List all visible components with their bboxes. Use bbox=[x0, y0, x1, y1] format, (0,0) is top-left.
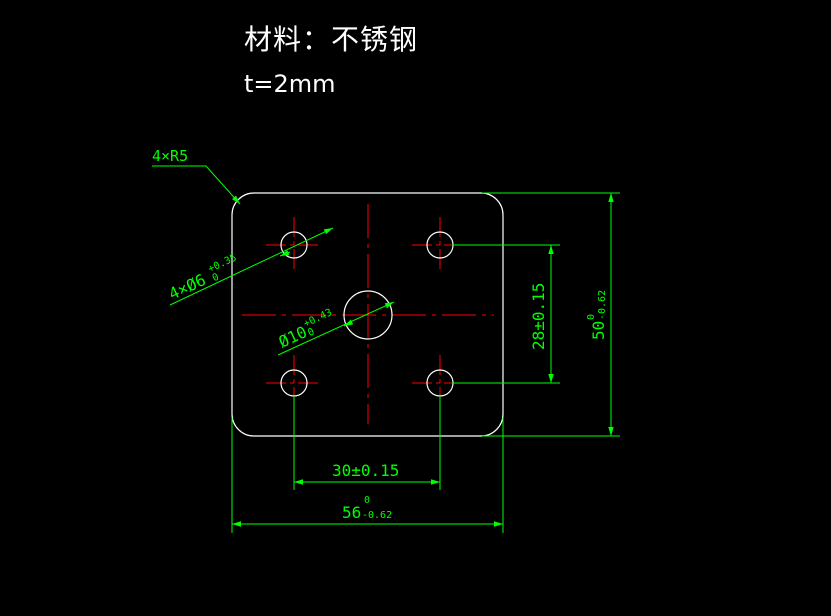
dim-overall-width-upper: 0 bbox=[364, 495, 370, 506]
centerlines bbox=[242, 204, 494, 424]
dim-hole-spacing-vertical: 28±0.15 bbox=[529, 283, 548, 350]
plate-outline bbox=[231, 192, 504, 437]
dim-small-holes-lower: 0 bbox=[211, 272, 221, 285]
dim-overall-width-lower: -0.62 bbox=[362, 510, 392, 521]
dim-overall-width: 56 bbox=[342, 503, 361, 522]
dim-overall-height-lower: -0.62 bbox=[597, 290, 608, 320]
dim-corner-radius: 4×R5 bbox=[152, 147, 188, 165]
dim-hole-spacing-horizontal: 30±0.15 bbox=[332, 461, 399, 480]
dim-overall-height: 50 bbox=[589, 321, 608, 340]
thickness-label: t=2mm bbox=[244, 70, 336, 98]
leader-center-hole bbox=[277, 301, 395, 356]
dim-overall-height-upper: 0 bbox=[586, 314, 597, 320]
dim-small-holes-upper: +0.35 bbox=[207, 252, 239, 275]
leader-corner-radius bbox=[152, 165, 241, 205]
hole-center bbox=[343, 290, 393, 340]
dim-center-hole-lower: 0 bbox=[306, 326, 316, 339]
leader-small-holes bbox=[169, 227, 334, 306]
material-label: 材料：不锈钢 bbox=[244, 23, 419, 56]
hole-top-left bbox=[280, 231, 308, 259]
dim-center-hole-upper: +0.43 bbox=[302, 307, 334, 330]
centerline-hole-tl bbox=[266, 217, 322, 273]
dim-small-holes: 4×Ø6 bbox=[166, 270, 209, 304]
